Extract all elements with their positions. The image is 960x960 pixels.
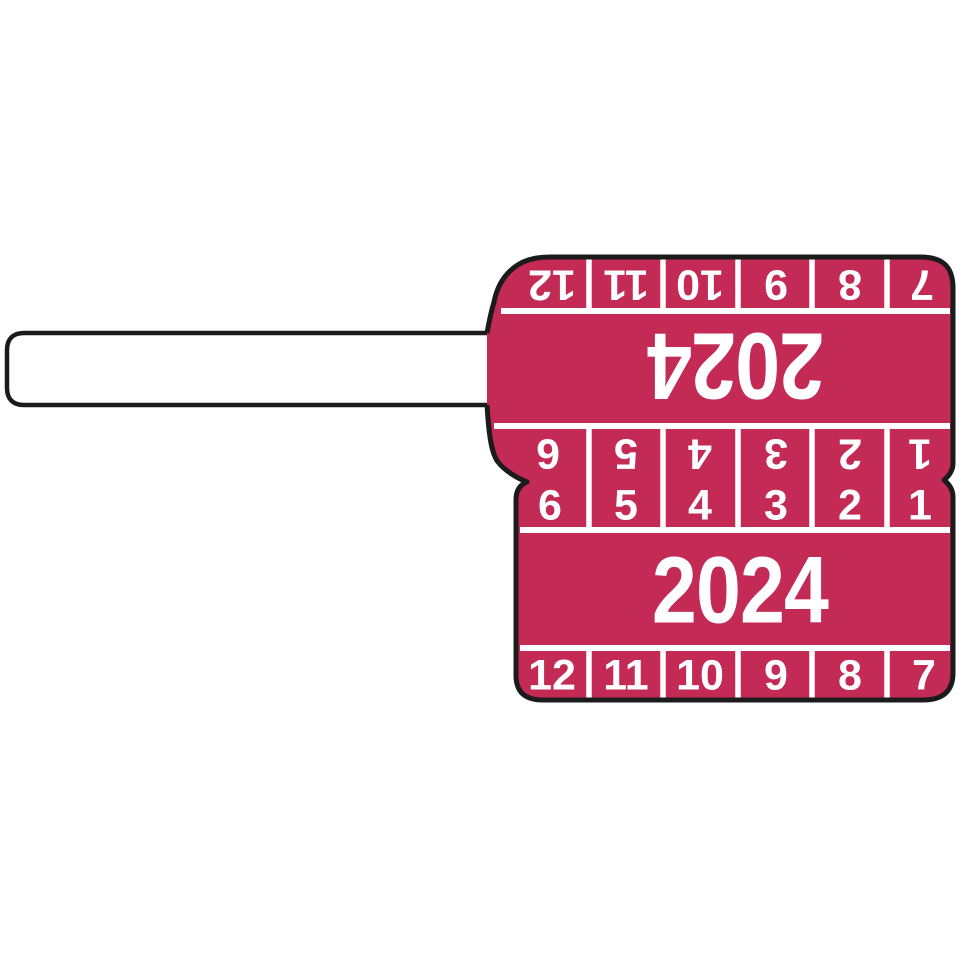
- month-cell: 9: [764, 260, 788, 309]
- month-cell: 11: [603, 651, 649, 700]
- month-cell: 6: [536, 429, 560, 478]
- month-cell: 11: [603, 260, 649, 309]
- month-cell: 10: [676, 651, 724, 700]
- month-cell: 6: [538, 481, 562, 530]
- month-cell: 9: [764, 651, 788, 700]
- strap-handle: [4, 330, 490, 408]
- month-cell: 1: [908, 429, 932, 478]
- month-cell: 3: [764, 429, 788, 478]
- month-cell: 2: [838, 429, 862, 478]
- month-cell: 5: [614, 429, 638, 478]
- month-cell: 8: [838, 651, 862, 700]
- year-label-front: 2024: [651, 537, 829, 644]
- month-cell: 7: [910, 260, 934, 309]
- month-cell: 7: [912, 651, 936, 700]
- label-body: [484, 254, 956, 703]
- month-cell: 5: [614, 481, 638, 530]
- month-cell: 3: [764, 481, 788, 530]
- month-cell: 10: [676, 260, 724, 309]
- month-cell: 12: [528, 651, 576, 700]
- month-cell: 4: [688, 429, 712, 478]
- month-cell: 4: [688, 481, 712, 530]
- month-cell: 8: [838, 260, 862, 309]
- month-cell: 12: [528, 260, 576, 309]
- year-label-back: 2024: [647, 312, 825, 419]
- month-cell: 1: [908, 481, 932, 530]
- month-divider-lines: [586, 259, 890, 698]
- month-cell: 2: [838, 481, 862, 530]
